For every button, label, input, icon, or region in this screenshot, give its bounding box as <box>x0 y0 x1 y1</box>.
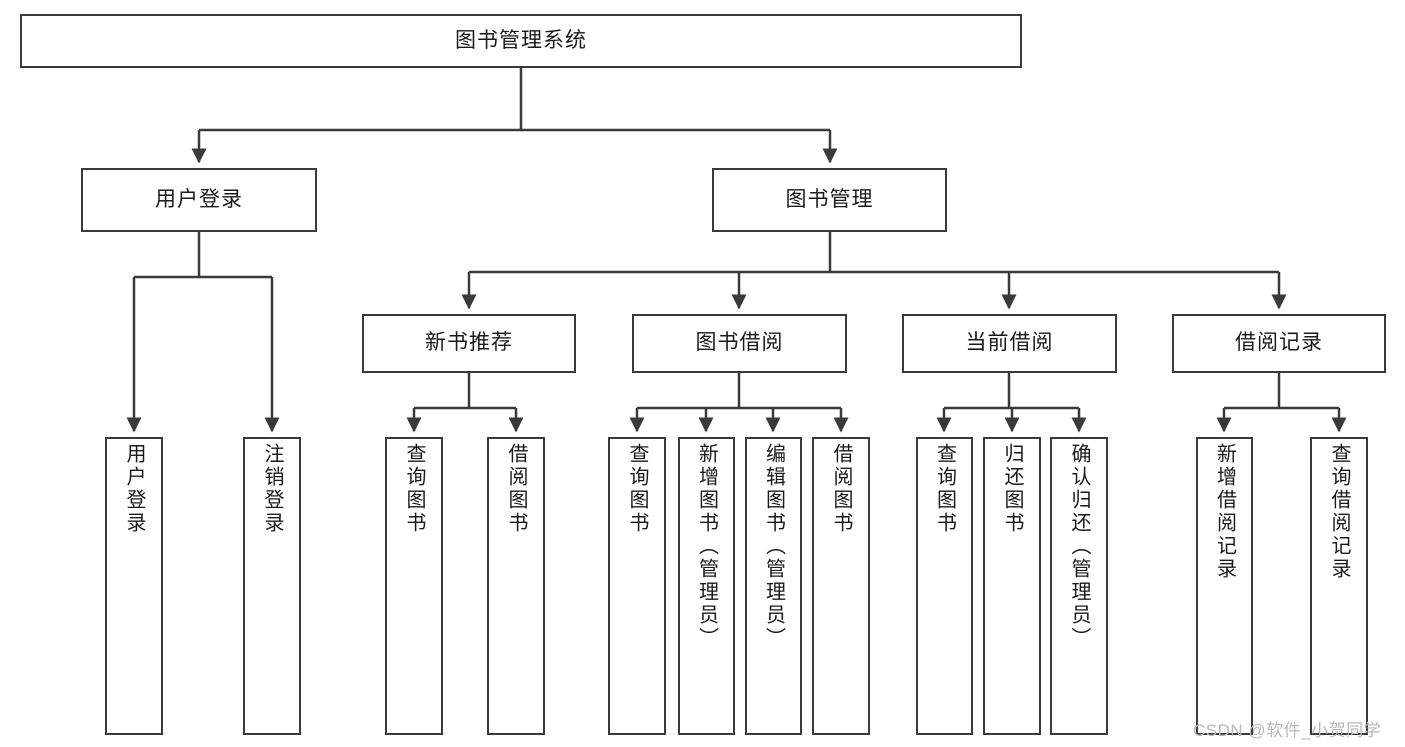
node-leaf-add-record-label: 新增借阅记录 <box>1213 443 1236 581</box>
node-borrow-record[interactable]: 借阅记录 <box>1172 314 1386 373</box>
csdn-watermark: CSDN @软件_小贺同学 <box>1193 721 1382 740</box>
node-root[interactable]: 图书管理系统 <box>20 14 1022 68</box>
node-borrow-record-label: 借阅记录 <box>1235 331 1323 355</box>
node-leaf-logout[interactable]: 注销登录 <box>243 437 301 735</box>
node-leaf-add-book-label: 新增图书（管理员） <box>695 443 718 650</box>
node-user-login[interactable]: 用户登录 <box>81 168 317 232</box>
node-book-borrow-label: 图书借阅 <box>695 331 784 355</box>
node-current-borrow[interactable]: 当前借阅 <box>902 314 1117 373</box>
node-leaf-borrow-book-2-label: 借阅图书 <box>830 443 852 535</box>
node-leaf-query-book-1-label: 查询图书 <box>403 443 425 535</box>
node-leaf-query-record-label: 查询借阅记录 <box>1328 443 1350 581</box>
node-leaf-confirm-return[interactable]: 确认归还（管理员） <box>1050 437 1108 735</box>
node-leaf-query-book-3[interactable]: 查询图书 <box>916 437 973 735</box>
node-leaf-query-record[interactable]: 查询借阅记录 <box>1310 437 1368 735</box>
node-leaf-return-book-label: 归还图书 <box>1001 443 1023 535</box>
node-leaf-user-login[interactable]: 用户登录 <box>105 437 163 735</box>
node-book-manage[interactable]: 图书管理 <box>712 168 947 232</box>
node-root-label: 图书管理系统 <box>455 28 587 52</box>
node-new-book-recommend[interactable]: 新书推荐 <box>362 314 576 373</box>
node-leaf-add-record[interactable]: 新增借阅记录 <box>1196 437 1253 735</box>
node-leaf-add-book[interactable]: 新增图书（管理员） <box>678 437 735 735</box>
node-leaf-borrow-book-1-label: 借阅图书 <box>505 443 527 535</box>
node-book-borrow[interactable]: 图书借阅 <box>632 314 847 373</box>
node-leaf-logout-label: 注销登录 <box>261 443 283 535</box>
node-current-borrow-label: 当前借阅 <box>965 331 1054 355</box>
node-leaf-confirm-return-label: 确认归还（管理员） <box>1068 443 1090 650</box>
node-leaf-return-book[interactable]: 归还图书 <box>983 437 1041 735</box>
node-leaf-borrow-book-1[interactable]: 借阅图书 <box>487 437 545 735</box>
node-leaf-query-book-1[interactable]: 查询图书 <box>385 437 443 735</box>
node-leaf-query-book-2-label: 查询图书 <box>626 443 648 535</box>
node-leaf-user-login-label: 用户登录 <box>123 443 145 535</box>
node-leaf-query-book-2[interactable]: 查询图书 <box>608 437 666 735</box>
node-leaf-borrow-book-2[interactable]: 借阅图书 <box>812 437 870 735</box>
node-leaf-edit-book-label: 编辑图书（管理员） <box>762 443 785 650</box>
node-user-login-label: 用户登录 <box>155 187 243 211</box>
node-leaf-edit-book[interactable]: 编辑图书（管理员） <box>745 437 802 735</box>
node-new-book-recommend-label: 新书推荐 <box>425 331 513 355</box>
node-leaf-query-book-3-label: 查询图书 <box>933 443 956 535</box>
node-book-manage-label: 图书管理 <box>785 187 874 211</box>
